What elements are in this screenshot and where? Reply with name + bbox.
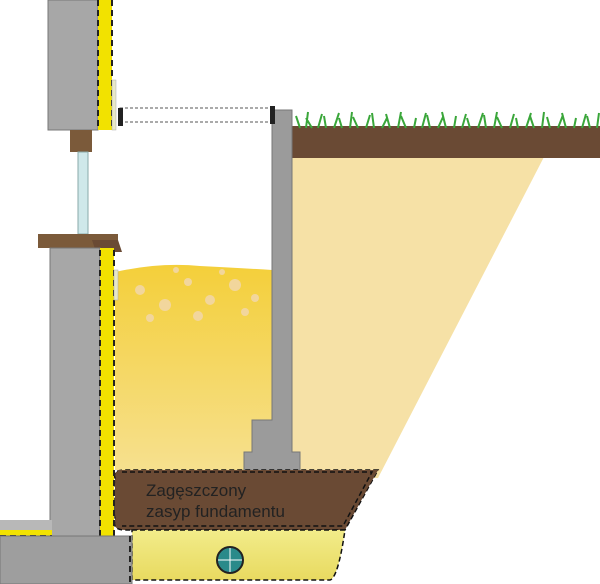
label-line-2: zasyp fundamentu <box>146 502 285 521</box>
wall-lower <box>49 247 101 537</box>
sand-pebbles <box>135 267 259 322</box>
label-line-1: Zagęszczony <box>146 481 247 500</box>
wall-upper <box>47 0 99 131</box>
grass <box>295 111 600 129</box>
window-glass <box>77 151 89 235</box>
foundation-footing <box>0 535 133 584</box>
topsoil-layer <box>292 126 600 158</box>
insulation-lower <box>100 248 114 536</box>
light-well-grating <box>119 107 273 123</box>
insulation-upper <box>98 0 112 130</box>
floor-slab <box>0 520 52 530</box>
window-lintel <box>70 130 92 152</box>
compacted-backfill-label: Zagęszczony zasyp fundamentu <box>146 480 346 522</box>
backfill-soil <box>292 155 545 478</box>
light-well-sand <box>115 264 272 470</box>
